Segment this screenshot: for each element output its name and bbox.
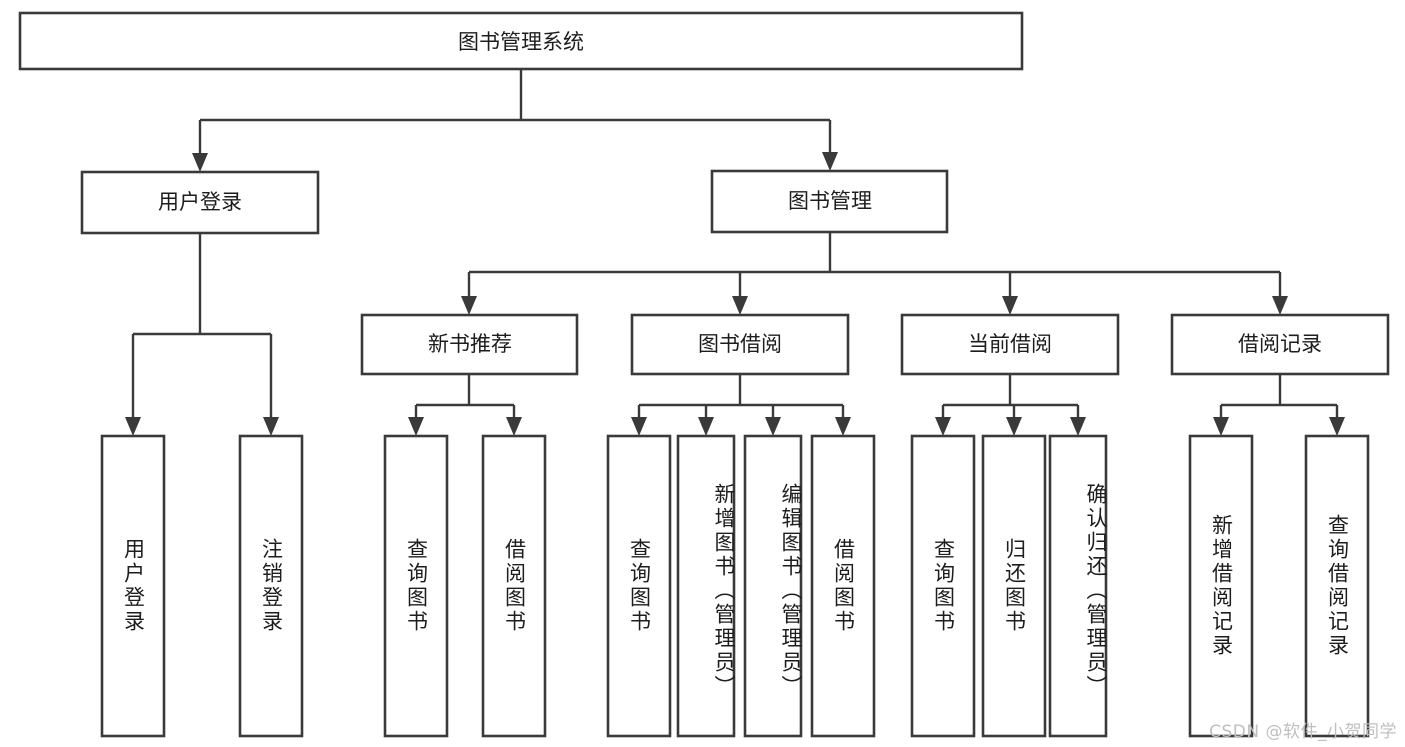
- node-layer: 图书管理系统 用户登录 图书管理 新书推荐 图书借阅 当前借阅 借阅记录: [18, 11, 1390, 738]
- leaf-box[interactable]: [810, 434, 876, 738]
- node-book-borrow-label: 图书借阅: [698, 332, 782, 356]
- arrowhead-icon: [835, 417, 851, 436]
- leaf-box[interactable]: [743, 434, 803, 738]
- leaf-box[interactable]: [1188, 434, 1254, 738]
- leaf-box[interactable]: [676, 434, 736, 738]
- arrowhead-icon: [125, 417, 141, 436]
- arrowhead-icon: [192, 153, 208, 172]
- arrowhead-icon: [263, 417, 279, 436]
- node-book-manage[interactable]: [710, 169, 949, 234]
- arrowhead-icon: [461, 296, 477, 315]
- leaf-box[interactable]: [910, 434, 976, 738]
- arrowhead-icon: [765, 417, 781, 436]
- node-borrow-record[interactable]: [1170, 313, 1390, 376]
- arrowhead-icon: [1213, 417, 1229, 436]
- leaf-box[interactable]: [481, 434, 547, 738]
- node-root[interactable]: [18, 11, 1024, 71]
- arrowhead-icon: [506, 417, 522, 436]
- connector-layer: [125, 69, 1345, 436]
- arrowhead-icon: [732, 296, 748, 315]
- node-user-login-label: 用户登录: [158, 190, 242, 214]
- leaf-box[interactable]: [238, 434, 304, 738]
- arrowhead-icon: [1002, 296, 1018, 315]
- node-new-book-recommend[interactable]: [360, 313, 579, 376]
- arrowhead-icon: [822, 152, 838, 171]
- leaf-box[interactable]: [383, 434, 449, 738]
- node-book-manage-label: 图书管理: [788, 189, 872, 213]
- leaf-box[interactable]: [1304, 434, 1370, 738]
- arrowhead-icon: [1006, 417, 1022, 436]
- arrowhead-icon: [1070, 417, 1086, 436]
- node-new-book-recommend-label: 新书推荐: [428, 332, 512, 356]
- node-book-borrow[interactable]: [630, 313, 850, 376]
- leaf-box[interactable]: [1048, 434, 1108, 738]
- arrowhead-icon: [935, 417, 951, 436]
- leaf-box[interactable]: [981, 434, 1047, 738]
- arrowhead-icon: [1329, 417, 1345, 436]
- arrowhead-icon: [698, 417, 714, 436]
- arrowhead-icon: [631, 417, 647, 436]
- node-user-login[interactable]: [80, 170, 320, 235]
- watermark-text: CSDN @软件_小贺同学: [1209, 722, 1397, 742]
- arrowhead-icon: [408, 417, 424, 436]
- node-root-label: 图书管理系统: [458, 30, 584, 54]
- leaf-box[interactable]: [606, 434, 672, 738]
- leaf-box[interactable]: [100, 434, 166, 738]
- node-borrow-record-label: 借阅记录: [1238, 332, 1322, 356]
- node-current-borrow[interactable]: [900, 313, 1120, 376]
- arrowhead-icon: [1272, 296, 1288, 315]
- node-current-borrow-label: 当前借阅: [968, 332, 1052, 356]
